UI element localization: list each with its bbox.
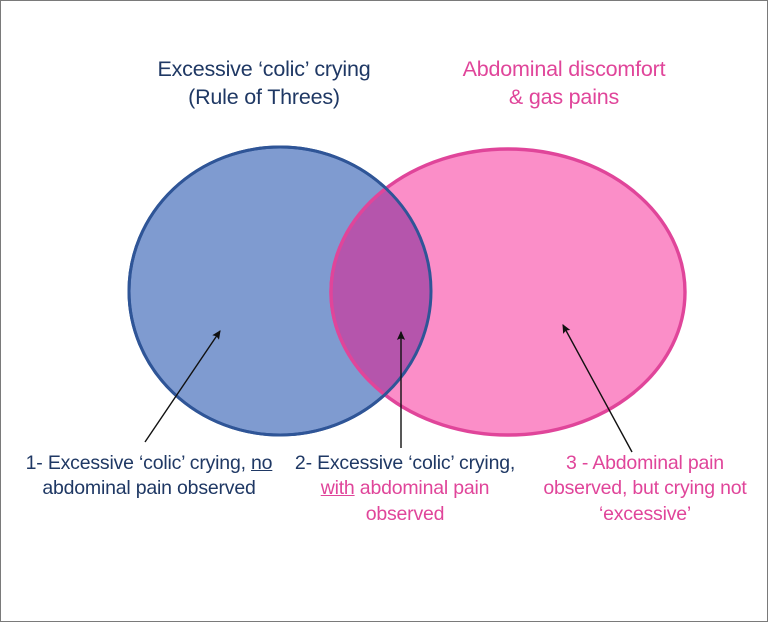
region-caption-left-only: 1- Excessive ‘colic’ crying, no abdomina… — [15, 451, 283, 502]
caption-2-text-c: abdominal pain observed — [354, 477, 490, 525]
arrow-to-left-only-region — [144, 330, 221, 443]
set-title-left: Excessive ‘colic’ crying (Rule of Threes… — [157, 57, 371, 109]
set-ellipse-left-outline — [127, 145, 433, 437]
caption-1-emphasis-no: no — [251, 452, 273, 474]
caption-2-text-a: 2- Excessive ‘colic’ crying, — [294, 452, 516, 474]
arrow-to-right-only-region — [562, 324, 633, 453]
caption-3-text-a: 3 - Abdominal pain observed, but crying … — [543, 452, 747, 525]
caption-2-emphasis-with: with — [320, 477, 355, 500]
caption-1-text-c: abdominal pain observed — [42, 477, 256, 500]
region-caption-right-only: 3 - Abdominal pain observed, but crying … — [525, 451, 765, 527]
set-title-right: Abdominal discomfort & gas pains — [462, 57, 666, 109]
caption-1-text-a: 1- Excessive ‘colic’ crying, — [25, 452, 252, 474]
region-caption-intersection: 2- Excessive ‘colic’ crying, with abdomi… — [289, 451, 521, 527]
